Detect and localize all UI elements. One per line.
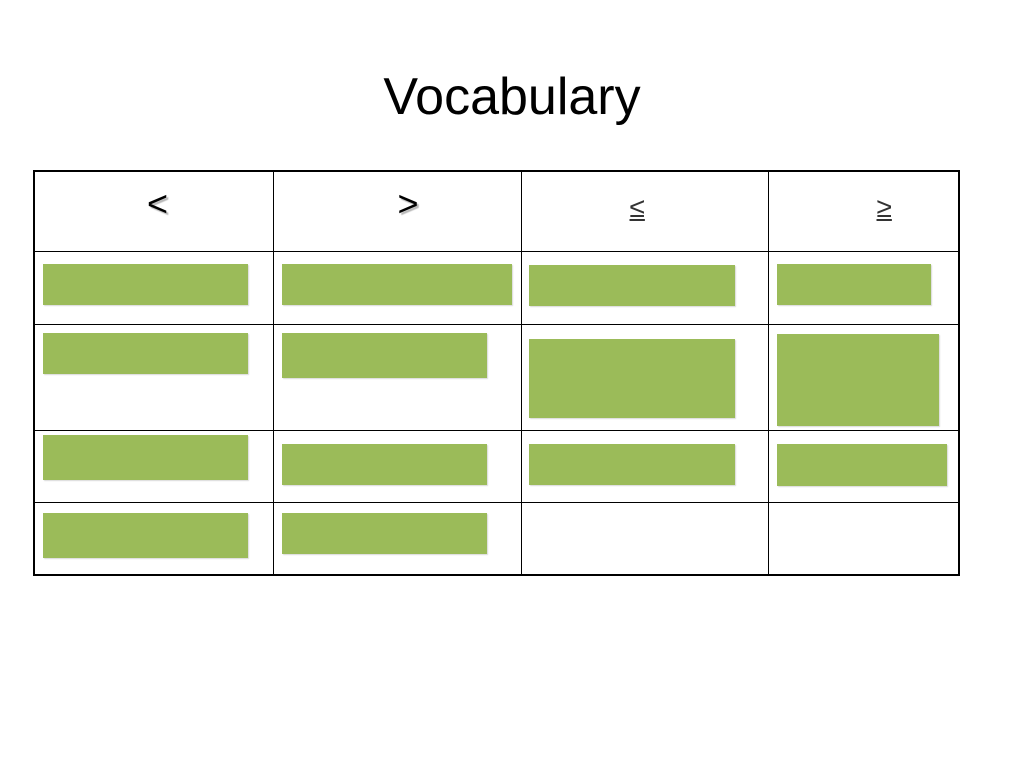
answer-cover-box[interactable] <box>43 512 248 558</box>
table-cell <box>520 323 769 431</box>
answer-cover-box[interactable] <box>528 443 735 485</box>
answer-cover-box[interactable] <box>43 332 248 374</box>
table-cell <box>767 323 960 431</box>
table-header-row: < > ≤ ≥ <box>33 170 960 252</box>
table-cell <box>767 429 960 503</box>
answer-cover-box[interactable] <box>776 263 931 305</box>
table-cell <box>520 250 769 325</box>
answer-cover-box[interactable] <box>43 434 248 480</box>
slide-title: Vocabulary <box>383 68 641 126</box>
answer-cover-box[interactable] <box>281 512 487 554</box>
table-cell <box>33 323 274 431</box>
less-than-symbol: < <box>147 183 169 224</box>
header-cell-greater-than-or-equal: ≥ <box>767 170 960 252</box>
table-cell <box>272 501 522 576</box>
answer-cover-box[interactable] <box>776 333 939 426</box>
table-cell <box>272 250 522 325</box>
header-cell-less-than: < <box>33 170 274 252</box>
header-cell-less-than-or-equal: ≤ <box>520 170 769 252</box>
greater-than-symbol: > <box>397 183 419 224</box>
answer-cover-box[interactable] <box>43 263 248 305</box>
vocabulary-table: < > ≤ ≥ <box>33 170 960 576</box>
header-cell-greater-than: > <box>272 170 522 252</box>
table-cell <box>520 429 769 503</box>
table-cell <box>272 323 522 431</box>
table-cell <box>33 429 274 503</box>
table-cell <box>33 250 274 325</box>
table-row <box>33 250 960 325</box>
less-than-or-equal-symbol: ≤ <box>629 192 645 223</box>
answer-cover-box[interactable] <box>281 263 512 305</box>
table-cell <box>272 429 522 503</box>
greater-than-or-equal-symbol: ≥ <box>876 192 892 223</box>
answer-cover-box[interactable] <box>281 443 487 485</box>
table-cell <box>767 250 960 325</box>
answer-cover-box[interactable] <box>528 264 735 306</box>
table-row <box>33 501 960 576</box>
table-cell <box>520 501 769 576</box>
answer-cover-box[interactable] <box>776 443 947 486</box>
table-cell <box>767 501 960 576</box>
table-cell <box>33 501 274 576</box>
answer-cover-box[interactable] <box>528 338 735 418</box>
answer-cover-box[interactable] <box>281 332 487 378</box>
table-row <box>33 323 960 431</box>
table-row <box>33 429 960 503</box>
